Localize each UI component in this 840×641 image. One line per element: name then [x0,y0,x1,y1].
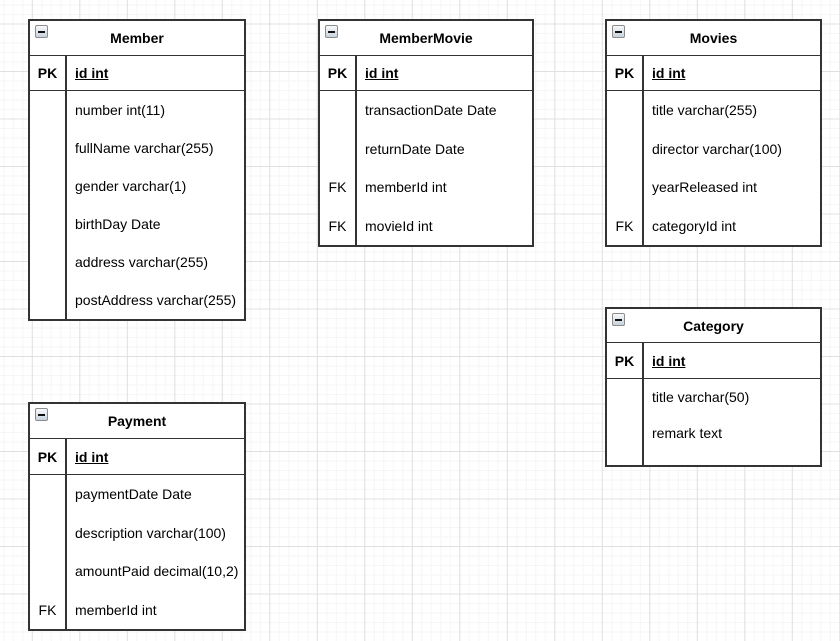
collapse-icon[interactable] [612,313,625,326]
field-row[interactable]: FK memberId int [320,168,532,207]
field-label: transactionDate Date [365,102,497,119]
entity-rows: PK id int paymentDate Date description varc… [30,439,244,629]
key-column-divider [65,56,67,319]
key-cell: FK [328,217,347,234]
field-row[interactable]: description varchar(100) [30,514,244,553]
entity-table-category[interactable]: Category PK id int title varchar(50) remark… [605,307,822,467]
field-label: postAddress varchar(255) [75,292,237,308]
key-column-divider [642,343,644,465]
field-row[interactable]: FK categoryId int [607,207,820,246]
field-label: movieId int [365,217,433,234]
field-row[interactable]: title varchar(255) [607,91,820,130]
field-label: birthDay Date [75,216,161,232]
field-label: title varchar(50) [652,389,750,405]
field-label: returnDate Date [365,140,465,157]
field-row[interactable]: title varchar(50) [607,379,820,415]
pk-row[interactable]: PK id int [30,439,244,475]
field-label: address varchar(255) [75,254,209,270]
field-label: title varchar(255) [652,102,758,119]
minus-glyph [328,30,335,33]
minus-glyph [615,318,622,321]
field-label: yearReleased int [652,179,758,196]
entity-title: Member [110,30,164,46]
entity-rows: PK id int transactionDate Date returnDate D… [320,56,532,245]
key-cell: PK [614,352,635,369]
entity-table-payment[interactable]: Payment PK id int paymentDate Date descript… [28,402,246,631]
field-label: id int [652,65,686,81]
entity-title: Payment [107,413,167,429]
minus-glyph [615,30,622,33]
entity-table-movies[interactable]: Movies PK id int title varchar(255) directo… [605,19,822,247]
field-label: amountPaid decimal(10,2) [75,563,239,580]
key-column-divider [642,56,644,245]
field-row[interactable]: returnDate Date [320,130,532,169]
entity-rows: PK id int title varchar(255) director varch… [607,56,820,245]
field-row[interactable]: birthDay Date [30,205,244,243]
entity-header[interactable]: Movies [607,21,820,56]
key-cell: PK [37,65,58,81]
field-label: memberId int [75,601,157,618]
field-row[interactable]: transactionDate Date [320,91,532,130]
collapse-icon[interactable] [325,25,338,38]
entity-rows: PK id int number int(11) fullName varchar(2… [30,56,244,319]
collapse-icon[interactable] [35,408,48,421]
field-label: id int [652,352,686,369]
minus-glyph [38,30,45,33]
field-row[interactable]: fullName varchar(255) [30,129,244,167]
entity-title: Movies [689,30,738,46]
filler-row [607,451,820,465]
field-label: number int(11) [75,102,166,118]
key-cell: PK [327,65,348,81]
key-cell: FK [38,601,57,618]
entity-rows: PK id int title varchar(50) remark text [607,343,820,465]
field-row[interactable]: paymentDate Date [30,475,244,514]
field-label: remark text [652,425,723,441]
field-row[interactable]: amountPaid decimal(10,2) [30,552,244,591]
field-row[interactable]: postAddress varchar(255) [30,281,244,319]
field-row[interactable]: address varchar(255) [30,243,244,281]
field-label: director varchar(100) [652,140,782,157]
field-label: categoryId int [652,217,737,234]
entity-table-member[interactable]: Member PK id int number int(11) fullName va… [28,19,246,321]
entity-header[interactable]: Category [607,309,820,343]
field-row[interactable]: yearReleased int [607,168,820,207]
field-row[interactable]: remark text [607,415,820,451]
key-cell: PK [37,448,58,465]
field-row[interactable]: director varchar(100) [607,130,820,169]
key-cell: FK [328,179,347,196]
field-label: fullName varchar(255) [75,140,214,156]
entity-header[interactable]: MemberMovie [320,21,532,56]
field-label: memberId int [365,179,447,196]
entity-header[interactable]: Member [30,21,244,56]
pk-row[interactable]: PK id int [607,343,820,379]
entity-header[interactable]: Payment [30,404,244,439]
entity-title: MemberMovie [379,30,473,46]
field-row[interactable]: FK movieId int [320,207,532,246]
field-label: paymentDate Date [75,486,192,503]
field-label: id int [75,448,109,465]
field-row[interactable]: number int(11) [30,91,244,129]
field-label: id int [75,65,109,81]
key-column-divider [65,439,67,629]
collapse-icon[interactable] [35,25,48,38]
pk-row[interactable]: PK id int [30,56,244,91]
key-column-divider [355,56,357,245]
field-label: description varchar(100) [75,524,226,541]
field-row[interactable]: gender varchar(1) [30,167,244,205]
entity-table-membermovie[interactable]: MemberMovie PK id int transactionDate Date… [318,19,534,247]
minus-glyph [38,413,45,416]
key-cell: FK [615,217,634,234]
key-cell: PK [614,65,635,81]
pk-row[interactable]: PK id int [320,56,532,91]
pk-row[interactable]: PK id int [607,56,820,91]
field-label: gender varchar(1) [75,178,187,194]
entity-title: Category [683,317,744,334]
field-row[interactable]: FK memberId int [30,591,244,630]
field-label: id int [365,65,399,81]
collapse-icon[interactable] [612,25,625,38]
